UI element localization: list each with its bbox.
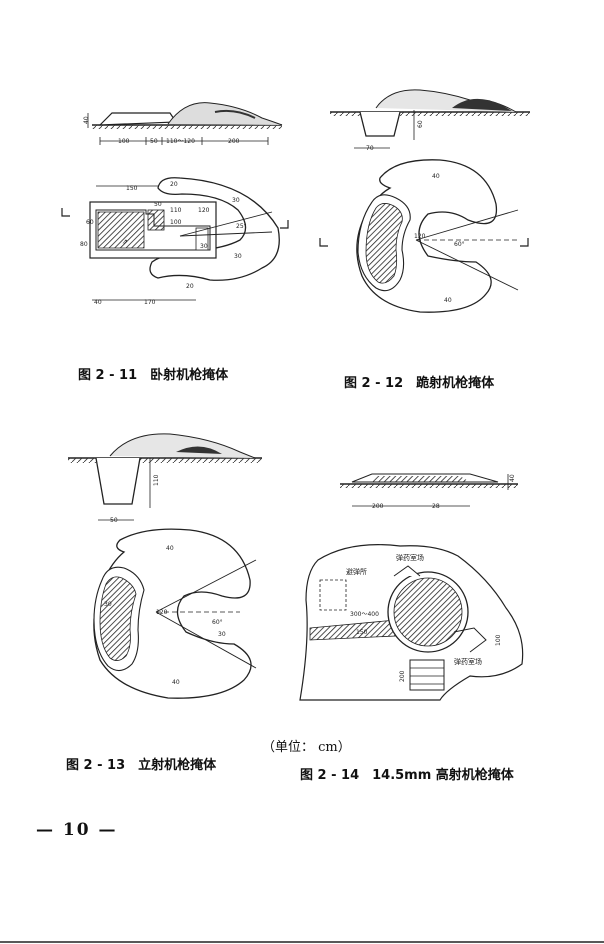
dim-label: 110 — [153, 474, 160, 486]
profile-view: 100 50 110～120 200 40 — [83, 102, 283, 145]
dim-label: 200 — [228, 138, 240, 145]
area-label: 弹药室场 — [396, 553, 424, 562]
profile-tick-marks — [99, 137, 269, 145]
dim-label: 30 — [234, 253, 242, 260]
dim-label: 110 — [170, 207, 182, 214]
unit-note: （单位： cm） — [262, 740, 351, 755]
angle-label: 60° — [454, 241, 465, 248]
plan-view: 40 30 120 60° 30 40 — [93, 528, 257, 699]
dim-label: 70 — [366, 145, 374, 152]
dim-label: 80 — [80, 241, 88, 248]
dim-label: 100 — [495, 634, 502, 646]
angle-label: 25° — [236, 223, 247, 230]
dim-label: 200 — [372, 503, 384, 510]
dim-label: 120 — [156, 609, 168, 616]
dim-label: 40 — [509, 474, 516, 482]
dim-label: 50 — [150, 138, 158, 145]
dim-label: 110～120 — [166, 138, 195, 145]
dim-label: 30 — [232, 197, 240, 204]
dim-label: 150 — [356, 629, 368, 636]
figure-caption-2-13: 图 2 - 13 立射机枪掩体 — [66, 758, 217, 773]
plan-view: 40 120 60° 40 — [319, 159, 529, 313]
dim-label: 60 — [86, 219, 94, 226]
dim-label: 28 — [432, 503, 440, 510]
plan-view: 弹药室场 避弹所 300～400 150 弹药室场 200 100 — [299, 544, 524, 701]
dim-label: 30 — [218, 631, 226, 638]
dim-label: 170 — [144, 299, 156, 306]
arrow-symbol: ⇗ — [122, 238, 128, 246]
dim-label: 20 — [170, 181, 178, 188]
area-label: 避弹所 — [346, 567, 367, 576]
plan-view: ⇗ 150 20 50 110 120 30 60 100 80 30 30 2… — [61, 177, 289, 306]
dim-label: 150 — [126, 185, 138, 192]
dim-label: 120 — [414, 233, 426, 240]
dim-label: 200 — [399, 670, 406, 682]
dim-label: 40 — [444, 297, 452, 304]
dim-label: 100 — [118, 138, 130, 145]
page-number: — 10 — — [36, 820, 118, 840]
dim-label: 40 — [432, 173, 440, 180]
figure-2-13: 50 110 40 30 120 60° 30 40 — [68, 433, 262, 699]
area-label: 弹药室场 — [454, 657, 482, 666]
dim-label: 40 — [94, 299, 102, 306]
dim-label: 20 — [186, 283, 194, 290]
figure-2-14: 40 200 28 弹药室场 避弹所 300～400 150 弹药室场 200 … — [299, 473, 524, 701]
dim-label: 40 — [172, 679, 180, 686]
profile-view: 40 200 28 — [340, 473, 518, 510]
dim-label: 50 — [110, 517, 118, 524]
figure-caption-2-14: 图 2 - 14 14.5mm 高射机枪掩体 — [300, 768, 514, 783]
dim-label: 60 — [417, 120, 424, 128]
dim-label: 120 — [198, 207, 210, 214]
dim-label: 40 — [83, 116, 90, 124]
dim-label: 50 — [154, 201, 162, 208]
dim-label: 30 — [104, 601, 112, 608]
figure-2-11: 100 50 110～120 200 40 ⇗ 150 20 50 110 12… — [61, 102, 289, 306]
profile-view: 70 60 — [330, 89, 530, 152]
figure-2-12: 70 60 40 120 60° 40 — [319, 89, 530, 313]
dim-label: 40 — [166, 545, 174, 552]
dim-label: 300～400 — [350, 611, 379, 618]
profile-view: 50 110 — [68, 433, 262, 524]
figure-caption-2-12: 图 2 - 12 跪射机枪掩体 — [344, 376, 495, 391]
dim-label: 100 — [170, 219, 182, 226]
angle-label: 60° — [212, 619, 223, 626]
figure-caption-2-11: 图 2 - 11 卧射机枪掩体 — [78, 368, 229, 383]
dim-label: 30 — [200, 243, 208, 250]
